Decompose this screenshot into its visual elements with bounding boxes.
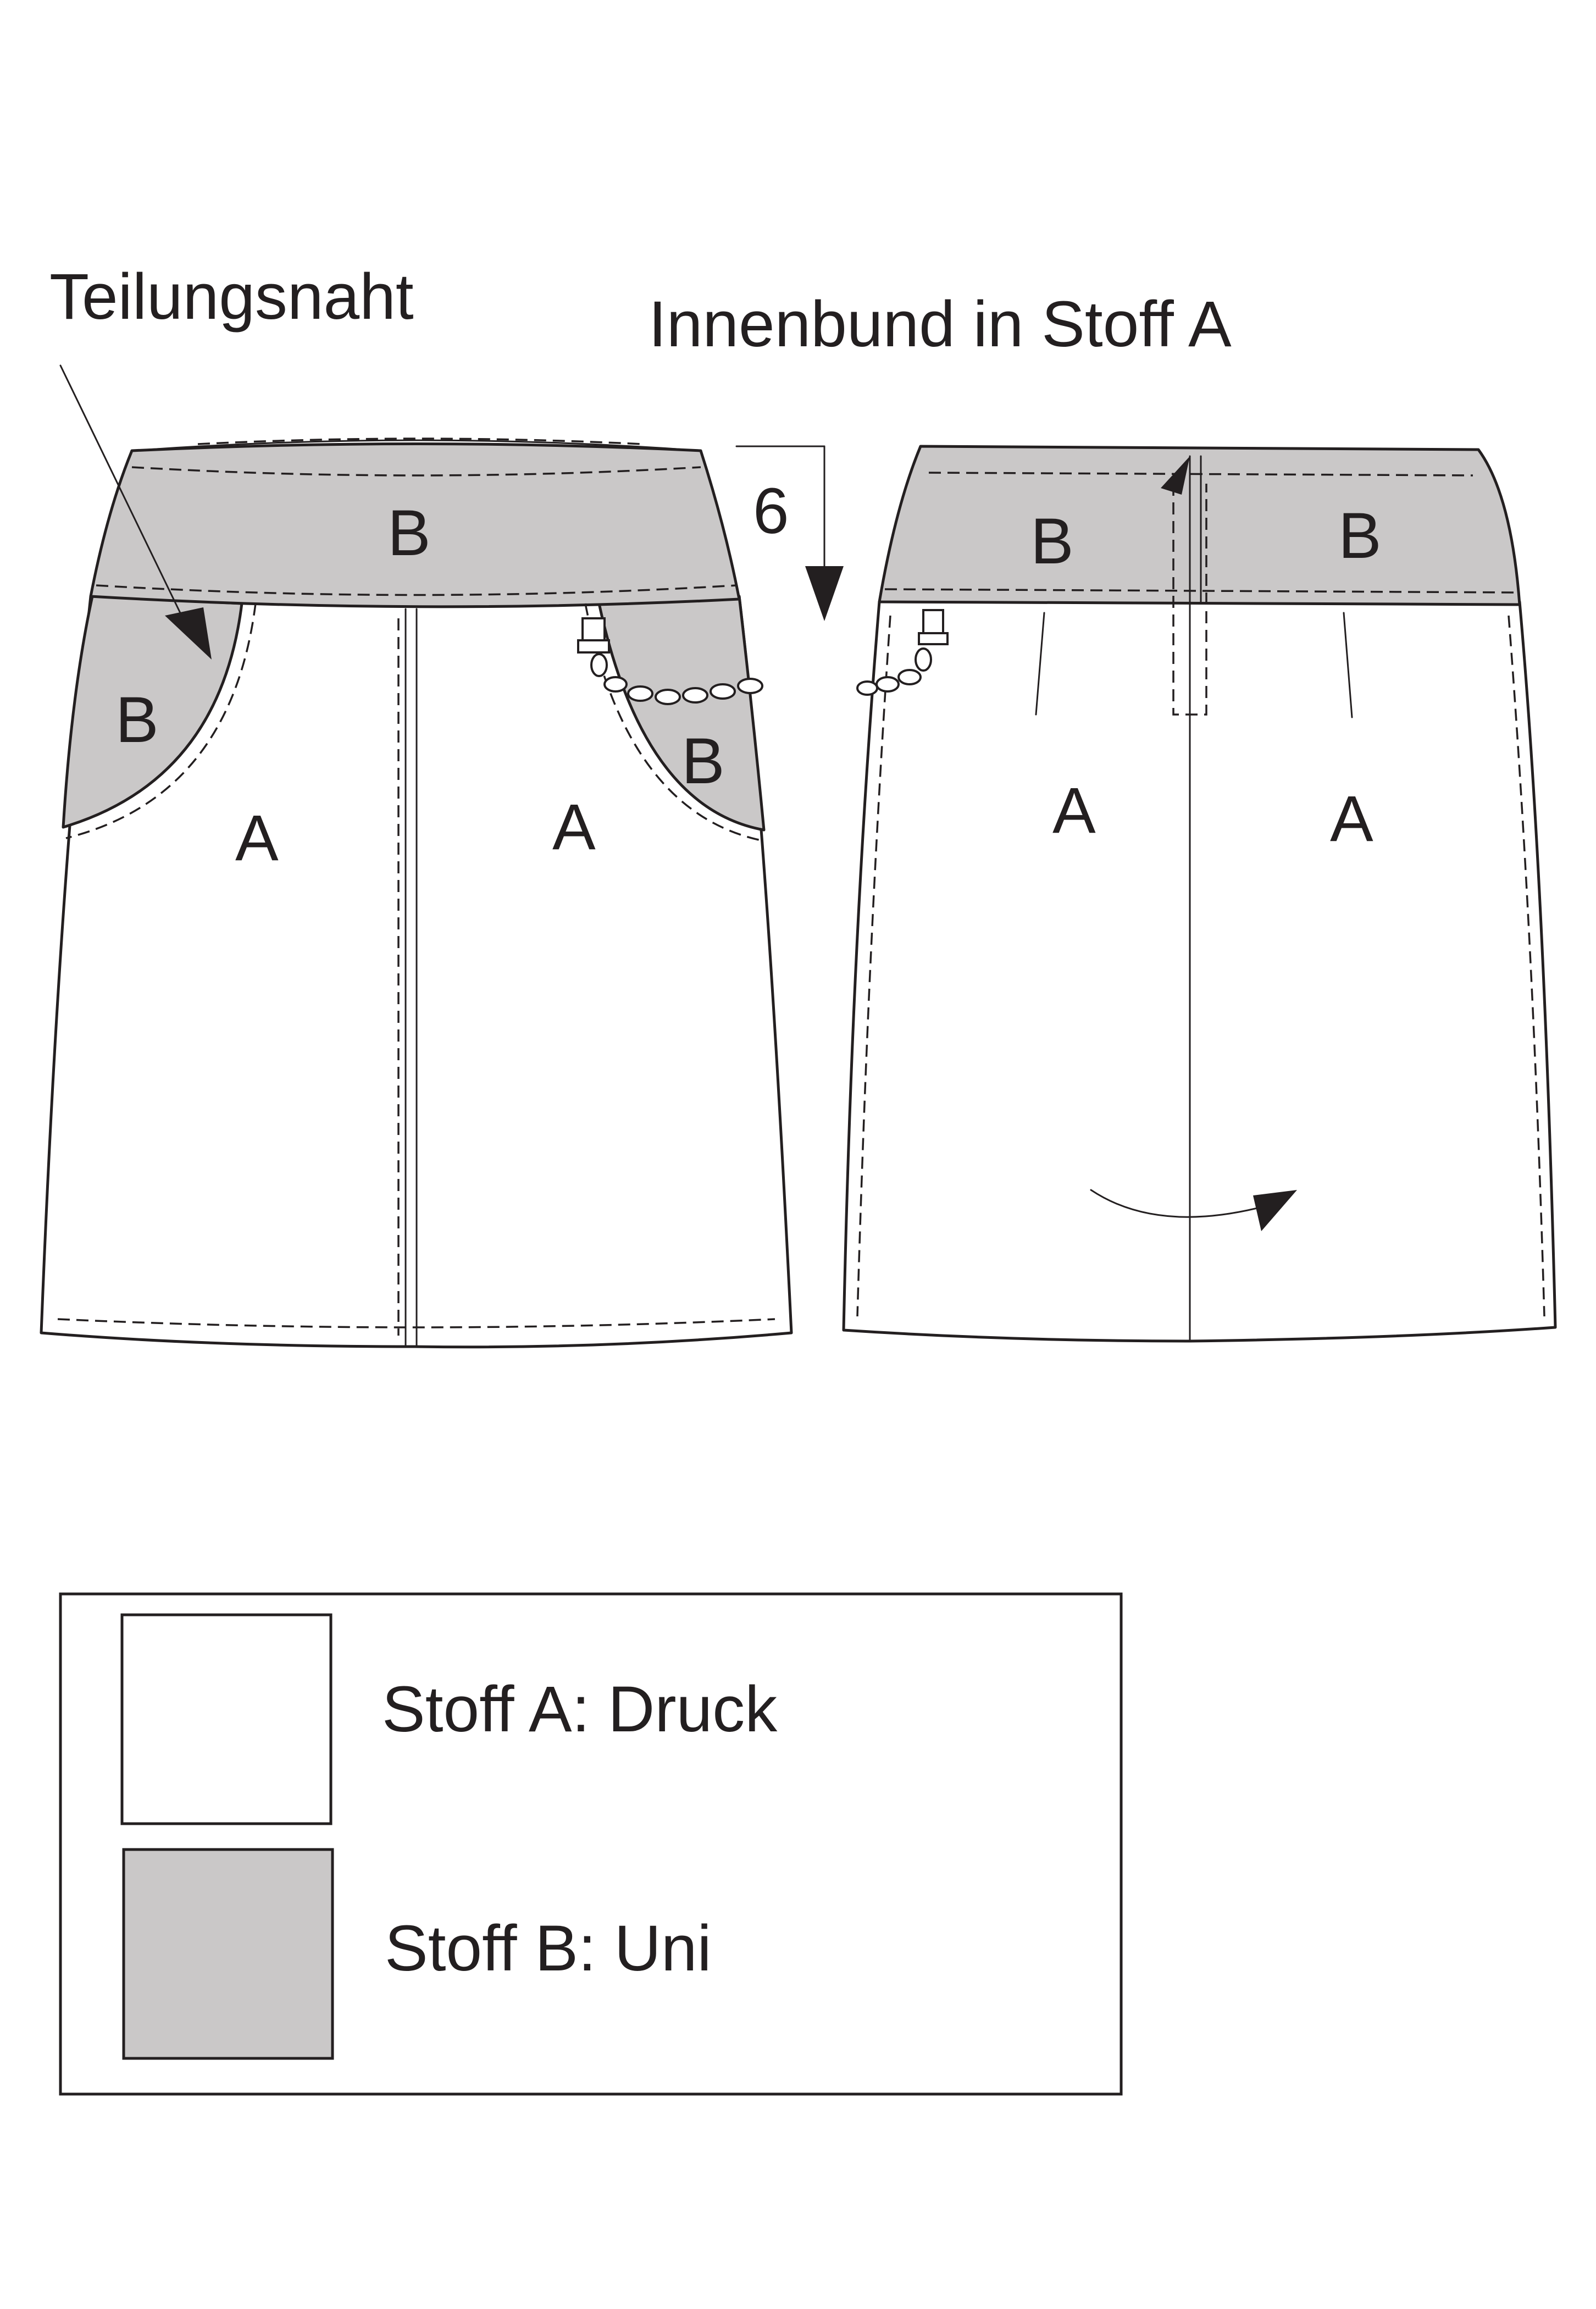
legend-item-fabric-a: Stoff A: Druck: [382, 1673, 778, 1746]
back-skirt-body: [842, 600, 1557, 1343]
back-right-fabric-label: A: [1330, 783, 1373, 855]
front-waistband-fabric-label: B: [387, 497, 431, 569]
front-right-fabric-label: A: [552, 791, 596, 863]
front-pocket-right: [597, 595, 766, 832]
back-waistband-left-fabric-label: B: [1030, 505, 1074, 578]
seam-pointer-arrowhead: [165, 607, 212, 660]
seam-label: Teilungsnaht: [49, 261, 414, 333]
skirt-back-view: B B A A: [842, 445, 1557, 1343]
back-waistband-right-fabric-label: B: [1338, 500, 1382, 572]
front-pocket-right-fabric-label: B: [681, 725, 725, 798]
seam-pointer-line: [59, 364, 188, 628]
legend-item-fabric-b: Stoff B: Uni: [385, 1912, 712, 1985]
back-chain: [856, 609, 949, 696]
front-pocket-left-fabric-label: B: [115, 684, 159, 756]
back-waistband: [878, 445, 1521, 606]
legend-swatch-fabric-a: [120, 1613, 332, 1825]
back-left-fabric-label: A: [1052, 774, 1096, 847]
waistband-height-measure: 6: [735, 445, 844, 621]
skirt-front-view: B B B A A: [40, 364, 793, 1349]
front-chain: [577, 617, 763, 705]
back-curved-arrow: [1090, 1189, 1265, 1218]
front-left-fabric-label: A: [235, 802, 279, 874]
front-waistband: [89, 442, 741, 608]
front-pocket-left: [62, 595, 243, 829]
legend-swatch-fabric-b: [122, 1848, 334, 2060]
fabric-legend: Stoff A: Druck Stoff B: Uni: [59, 1592, 1123, 2096]
inner-band-label: Innenbund in Stoff A: [649, 288, 1232, 361]
measure-value: 6: [753, 475, 789, 547]
